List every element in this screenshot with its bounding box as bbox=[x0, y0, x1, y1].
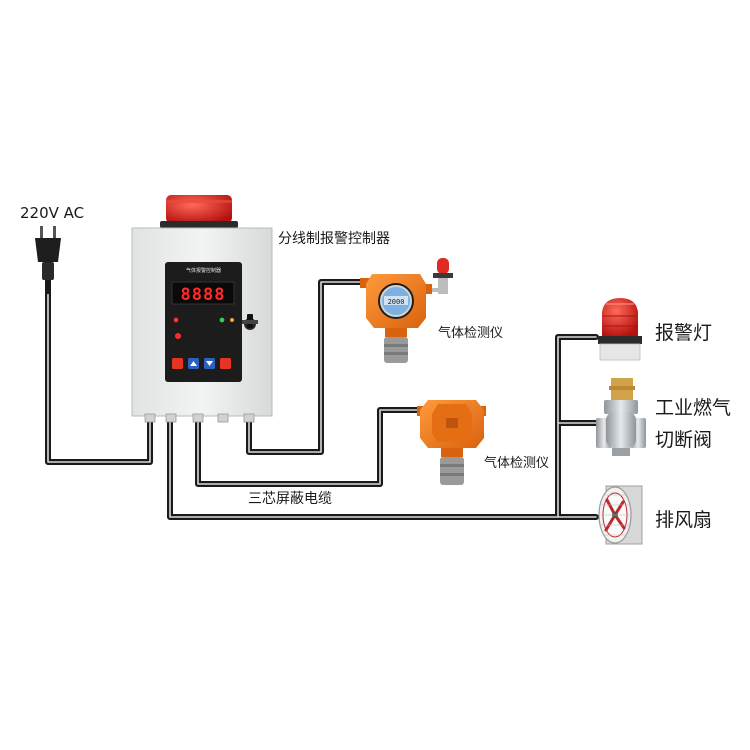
alarm-controller: 气体报警控制器 8888 bbox=[131, 195, 273, 423]
wire-detector2 bbox=[195, 407, 423, 487]
controller-label: 分线制报警控制器 bbox=[278, 231, 390, 247]
fan-label: 排风扇 bbox=[655, 509, 713, 531]
power-plug-icon bbox=[35, 226, 61, 294]
panel-title: 气体报警控制器 bbox=[186, 267, 221, 274]
alarm-light-icon bbox=[598, 298, 642, 361]
fan-icon bbox=[598, 485, 643, 545]
key-lock-icon bbox=[242, 314, 258, 330]
power-label: 220V AC bbox=[20, 204, 85, 222]
svg-text:2000: 2000 bbox=[388, 298, 405, 306]
valve-label-line2: 切断阀 bbox=[655, 429, 713, 451]
cable-label: 三芯屏蔽电缆 bbox=[248, 491, 332, 507]
gas-detector-icon: 2000 bbox=[360, 258, 453, 363]
status-led-mid bbox=[230, 318, 234, 322]
valve-icon bbox=[596, 378, 646, 456]
panel-button-red-left[interactable] bbox=[172, 358, 183, 369]
alarm-light-label: 报警灯 bbox=[655, 322, 713, 344]
detector1-label: 气体检测仪 bbox=[438, 326, 504, 341]
status-led-right bbox=[219, 317, 225, 323]
panel-button-red-right[interactable] bbox=[220, 358, 231, 369]
status-led-left bbox=[173, 317, 179, 323]
panel-buttons bbox=[172, 358, 231, 369]
power-indicator bbox=[175, 333, 181, 339]
valve-label-line1: 工业燃气 bbox=[655, 397, 732, 419]
display-readout: 8888 bbox=[181, 285, 226, 305]
detector2-label: 气体检测仪 bbox=[484, 456, 550, 471]
gas-detector-icon-2 bbox=[417, 400, 486, 485]
beacon-icon bbox=[160, 195, 238, 228]
wires bbox=[45, 279, 601, 520]
